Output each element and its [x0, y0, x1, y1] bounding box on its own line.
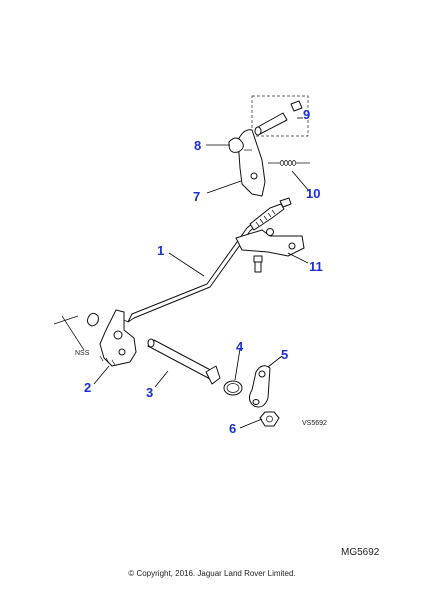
part-10-spring [268, 160, 310, 166]
callout-5: 5 [281, 347, 288, 362]
part-8-clip [228, 137, 244, 153]
part-1-rod [123, 197, 292, 323]
view-code: VS5692 [302, 420, 327, 427]
callout-10: 10 [306, 186, 320, 201]
copyright-notice: © Copyright, 2016. Jaguar Land Rover Lim… [128, 569, 296, 578]
part-6-nut [259, 411, 280, 427]
part-7-lever [237, 129, 266, 197]
part-11-bracket [235, 228, 305, 273]
callout-9: 9 [303, 107, 310, 122]
callout-7: 7 [193, 189, 200, 204]
callout-6: 6 [229, 421, 236, 436]
callout-1: 1 [157, 243, 164, 258]
part-4-o-ring [223, 380, 243, 396]
callout-11: 11 [309, 259, 323, 274]
callout-4: 4 [236, 339, 244, 354]
callout-2: 2 [84, 380, 91, 395]
callout-3: 3 [146, 385, 153, 400]
nss-label: NSS [75, 350, 90, 357]
callout-8: 8 [194, 138, 201, 153]
part-9-pin-and-bush [251, 95, 309, 137]
leader-lines [93, 117, 310, 429]
drawing-code: MG5692 [341, 547, 380, 558]
part-3-cross-shaft [147, 338, 221, 385]
part-5-link-plate [248, 365, 271, 408]
part-2-lower-lever [53, 309, 137, 367]
